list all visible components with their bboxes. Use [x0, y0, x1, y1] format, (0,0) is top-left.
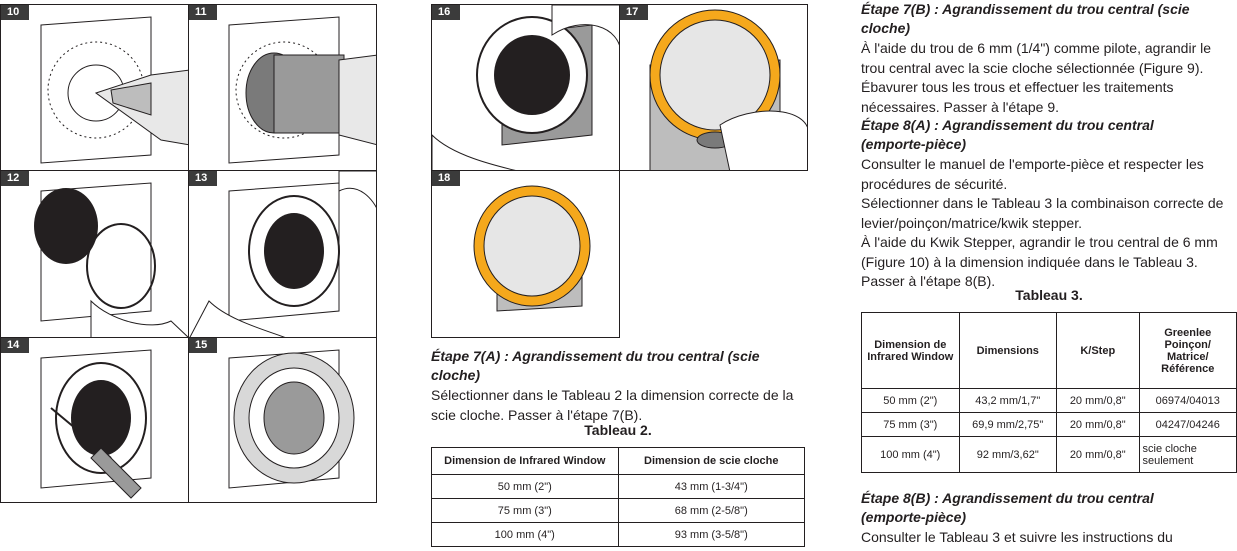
table-row: 100 mm (4") 93 mm (3-5/8") — [431, 522, 805, 547]
figure-number: 15 — [189, 338, 217, 353]
table-header-cell: Dimensions — [958, 312, 1057, 389]
step-8a-p2: Sélectionner dans le Tableau 3 la combin… — [861, 195, 1224, 231]
table-2-caption: Tableau 2. — [584, 422, 652, 438]
table-cell: 93 mm (3-5/8") — [617, 522, 805, 547]
table-row: 75 mm (3") 68 mm (2-5/8") — [431, 498, 805, 523]
step-7a-title: Étape 7(A) : Agrandissement du trou cent… — [431, 348, 760, 383]
gasket-illustration — [228, 349, 355, 489]
figure-panel-11: 11 — [188, 4, 377, 171]
table-cell: 43 mm (1-3/4") — [617, 474, 805, 499]
figure-number: 10 — [1, 5, 29, 20]
knockout-removal-illustration — [34, 182, 188, 337]
figure-panel-14: 14 — [0, 337, 189, 503]
figure-panel-16: 16 — [431, 4, 620, 171]
step-7b-title: Étape 7(B) : Agrandissement du trou cent… — [861, 1, 1190, 36]
table-cell: scie cloche seulement — [1138, 436, 1237, 473]
table-2: Dimension de Infrared Window Dimension d… — [431, 447, 805, 547]
figure-number: 12 — [1, 171, 29, 186]
figure-number: 14 — [1, 338, 29, 353]
table-cell: 20 mm/0,8" — [1056, 412, 1140, 437]
table-row: 50 mm (2") 43 mm (1-3/4") — [431, 474, 805, 499]
figure-number: 16 — [432, 5, 460, 20]
drill-illustration — [40, 16, 188, 164]
table-row: 100 mm (4") 92 mm/3,62" 20 mm/0,8" scie … — [861, 436, 1237, 473]
table-3-caption: Tableau 3. — [1015, 287, 1083, 303]
table-3: Dimension de Infrared Window Dimensions … — [861, 312, 1237, 473]
figure-panel-15: 15 — [188, 337, 377, 503]
figure-number: 13 — [189, 171, 217, 186]
step-8b-body: Consulter le Tableau 3 et suivre les ins… — [861, 529, 1173, 545]
window-tightening-illustration — [649, 9, 807, 170]
table-cell: 20 mm/0,8" — [1056, 388, 1140, 413]
hole-saw-illustration — [228, 16, 376, 164]
installed-window-illustration — [473, 185, 591, 312]
figure-panel-12: 12 — [0, 170, 189, 338]
window-insertion-illustration — [432, 5, 619, 170]
table-cell: 75 mm (3") — [431, 498, 619, 523]
table-cell: 50 mm (2") — [861, 388, 960, 413]
table-header-cell: Dimension de Infrared Window — [431, 447, 619, 475]
table-cell: 75 mm (3") — [861, 412, 960, 437]
table-header-row: Dimension de Infrared Window Dimensions … — [861, 312, 1237, 389]
table-cell: 100 mm (4") — [431, 522, 619, 547]
table-cell: 100 mm (4") — [861, 436, 960, 473]
table-header-cell: Dimension de scie cloche — [617, 447, 805, 475]
table-header-cell: K/Step — [1056, 312, 1140, 389]
table-cell: 04247/04246 — [1138, 412, 1237, 437]
table-header-row: Dimension de Infrared Window Dimension d… — [431, 447, 805, 475]
step-8a-p3: À l'aide du Kwik Stepper, agrandir le tr… — [861, 234, 1218, 289]
ring-placement-illustration — [189, 171, 376, 337]
figure-panel-18: 18 — [431, 170, 620, 338]
step-7b-body: À l'aide du trou de 6 mm (1/4") comme pi… — [861, 40, 1212, 115]
table-cell: 20 mm/0,8" — [1056, 436, 1140, 473]
figure-number: 18 — [432, 171, 460, 186]
table-cell: 92 mm/3,62" — [958, 436, 1057, 473]
table-cell: 50 mm (2") — [431, 474, 619, 499]
table-header-cell: Greenlee Poinçon/ Matrice/ Référence — [1138, 312, 1237, 389]
table-cell: 43,2 mm/1,7" — [958, 388, 1057, 413]
step-8a-title: Étape 8(A) : Agrandissement du trou cent… — [861, 117, 1154, 152]
step-7a-body: Sélectionner dans le Tableau 2 la dimens… — [431, 387, 794, 423]
table-cell: 69,9 mm/2,75" — [958, 412, 1057, 437]
table-cell: 06974/04013 — [1138, 388, 1237, 413]
table-cell: 68 mm (2-5/8") — [617, 498, 805, 523]
figure-panel-17: 17 — [619, 4, 808, 171]
table-row: 50 mm (2") 43,2 mm/1,7" 20 mm/0,8" 06974… — [861, 388, 1237, 413]
table-row: 75 mm (3") 69,9 mm/2,75" 20 mm/0,8" 0424… — [861, 412, 1237, 437]
screw-mounting-illustration — [40, 349, 152, 499]
step-8a-p1: Consulter le manuel de l'emporte-pièce e… — [861, 156, 1204, 192]
figure-number: 17 — [620, 5, 648, 20]
figure-panel-13: 13 — [188, 170, 377, 338]
figure-number: 11 — [189, 5, 217, 20]
table-header-cell: Dimension de Infrared Window — [861, 312, 960, 389]
figure-panel-10: 10 — [0, 4, 189, 171]
step-8b-title: Étape 8(B) : Agrandissement du trou cent… — [861, 490, 1154, 525]
